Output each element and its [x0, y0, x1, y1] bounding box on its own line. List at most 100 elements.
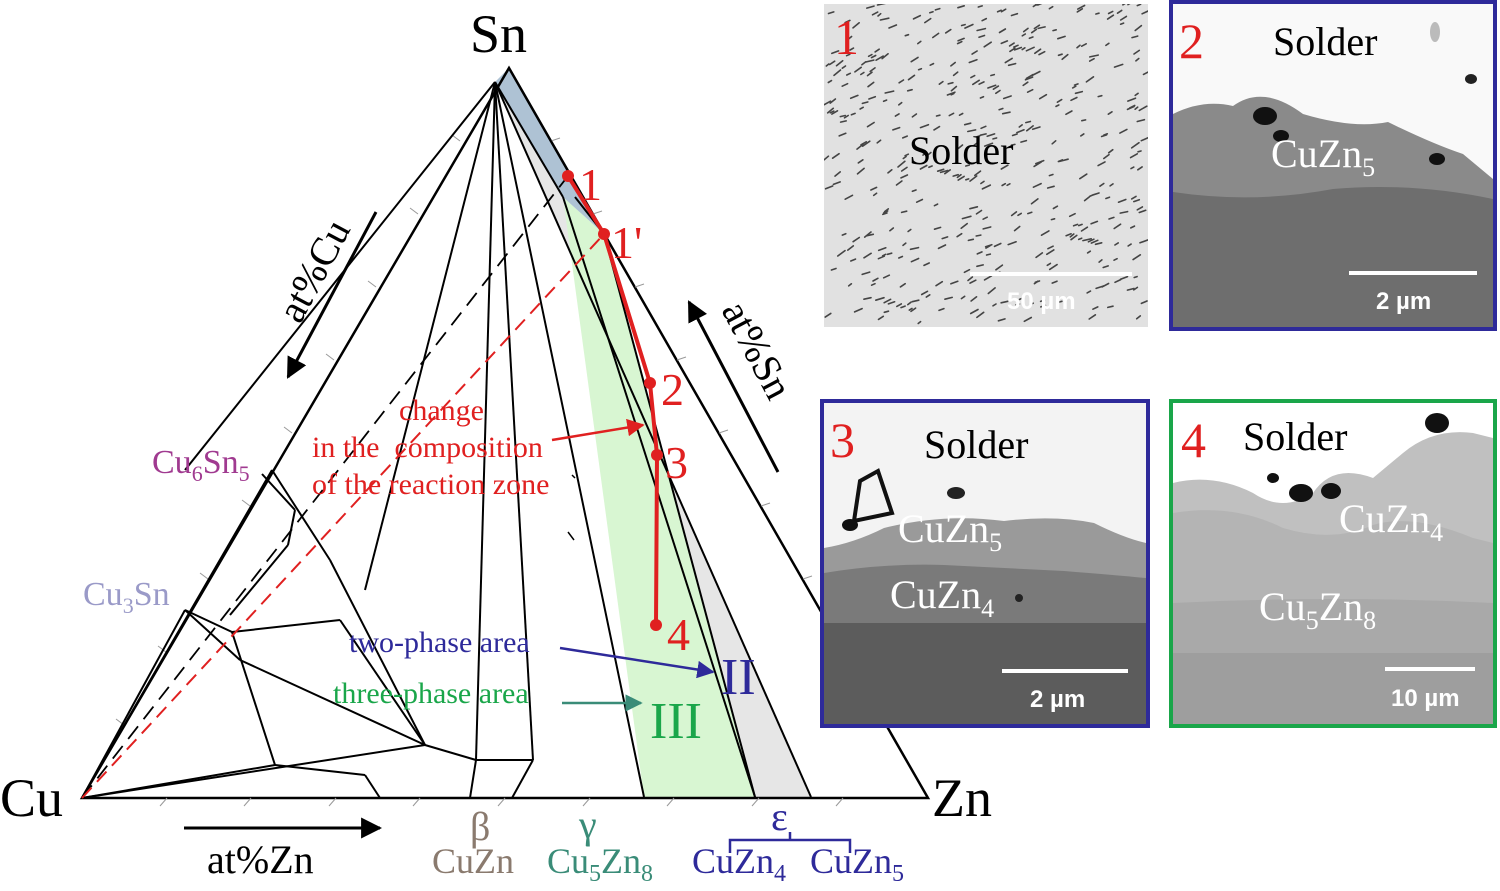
precipitate-mark: [847, 282, 853, 287]
precipitate-mark: [935, 114, 941, 117]
phase-formula-cu5zn8: Cu5Zn8: [547, 841, 653, 887]
precipitate-mark: [1004, 57, 1013, 64]
precipitate-mark: [1136, 206, 1144, 211]
precipitate-mark: [831, 50, 840, 55]
path-label-4: 4: [667, 609, 690, 660]
precipitate-mark: [1071, 85, 1077, 89]
precipitate-mark: [992, 85, 1000, 90]
precipitate-mark: [1037, 26, 1046, 30]
precipitate-mark: [1142, 71, 1148, 76]
precipitate-mark: [1006, 183, 1011, 187]
precipitate-mark: [846, 245, 855, 251]
precipitate-mark: [824, 312, 832, 318]
precipitate-mark: [928, 165, 933, 169]
precipitate-mark: [907, 228, 912, 233]
precipitate-mark: [1016, 129, 1025, 134]
precipitate-mark: [968, 58, 978, 64]
precipitate-mark: [835, 59, 844, 67]
precipitate-mark: [929, 62, 935, 67]
precipitate-mark: [1033, 280, 1039, 285]
precipitate-mark: [961, 215, 972, 220]
precipitate-mark: [1086, 250, 1092, 254]
precipitate-mark: [1035, 252, 1044, 259]
precipitate-mark: [950, 61, 956, 67]
precipitate-mark: [863, 252, 872, 259]
precipitate-mark: [983, 41, 992, 48]
precipitate-mark: [1032, 182, 1042, 188]
phase-formula-cuzn: CuZn: [432, 841, 514, 881]
precipitate-mark: [831, 110, 839, 115]
panel-4-phase1-label: CuZn4: [1339, 496, 1444, 547]
precipitate-mark: [1101, 282, 1110, 288]
precipitate-mark: [1119, 275, 1129, 281]
precipitate-mark: [1046, 262, 1052, 267]
precipitate-mark: [917, 320, 922, 325]
panel-3-scale-bar: [1002, 669, 1128, 673]
path-point-1: [562, 170, 574, 182]
precipitate-mark: [849, 47, 855, 51]
precipitate-mark: [1126, 105, 1135, 111]
precipitate-mark: [825, 63, 830, 67]
precipitate-mark: [956, 40, 963, 45]
precipitate-mark: [867, 81, 875, 88]
precipitate-mark: [919, 164, 928, 170]
precipitate-mark: [929, 10, 934, 14]
precipitate-mark: [1022, 27, 1029, 33]
precipitate-mark: [900, 166, 908, 172]
precipitate-mark: [1119, 128, 1128, 134]
precipitate-mark: [948, 112, 955, 117]
precipitate-mark: [1047, 245, 1054, 250]
precipitate-mark: [824, 100, 832, 106]
precipitate-mark: [980, 125, 987, 130]
precipitate-mark: [1135, 315, 1142, 320]
precipitate-mark: [1010, 143, 1016, 146]
precipitate-mark: [975, 209, 983, 215]
precipitate-mark: [1133, 49, 1141, 55]
precipitate-mark: [1085, 76, 1095, 83]
axis-arrow-sn: [687, 300, 780, 473]
path-label-3: 3: [665, 437, 688, 488]
precipitate-mark: [877, 315, 885, 321]
precipitate-mark: [1000, 8, 1007, 13]
precipitate-mark: [975, 234, 982, 237]
precipitate-mark: [1132, 198, 1141, 203]
precipitate-mark: [1040, 230, 1050, 236]
precipitate-mark: [1051, 280, 1058, 284]
precipitate-mark: [937, 244, 947, 250]
precipitate-mark: [1122, 4, 1126, 6]
precipitate-mark: [1022, 81, 1029, 87]
panel-4-solder-label: Solder: [1243, 414, 1348, 459]
precipitate-mark: [910, 56, 919, 63]
precipitate-mark: [860, 141, 868, 146]
precipitate-mark: [1092, 192, 1100, 196]
annotation-two-phase-arrow: [559, 646, 715, 679]
panel-3-scale-label: 2 µm: [1030, 686, 1086, 713]
precipitate-mark: [871, 11, 879, 16]
precipitate-mark: [1001, 111, 1011, 115]
precipitate-mark: [857, 159, 864, 164]
precipitate-mark: [876, 139, 882, 144]
precipitate-mark: [922, 151, 928, 156]
micrograph-panel-1: 1 Solder 50 µm: [824, 4, 1148, 327]
precipitate-mark: [967, 276, 974, 282]
precipitate-mark: [1052, 28, 1057, 32]
precipitate-mark: [1068, 212, 1076, 218]
precipitate-mark: [894, 113, 900, 117]
phase-boundaries: [81, 67, 812, 799]
precipitate-mark: [861, 140, 871, 147]
precipitate-mark: [895, 180, 903, 186]
precipitate-mark: [1023, 316, 1033, 323]
precipitate-mark: [1048, 173, 1054, 177]
precipitate-mark: [1077, 223, 1083, 227]
precipitate-mark: [1092, 306, 1099, 311]
precipitate-mark: [1086, 290, 1092, 294]
precipitate-mark: [1137, 150, 1142, 153]
precipitate-mark: [1069, 233, 1075, 238]
precipitate-mark: [911, 189, 917, 193]
precipitate-mark: [933, 226, 942, 230]
precipitate-mark: [1026, 125, 1034, 132]
precipitate-mark: [1102, 153, 1110, 160]
precipitate-mark: [912, 14, 922, 20]
dashed-tie-lines: [81, 175, 569, 799]
precipitate-mark: [850, 112, 856, 116]
